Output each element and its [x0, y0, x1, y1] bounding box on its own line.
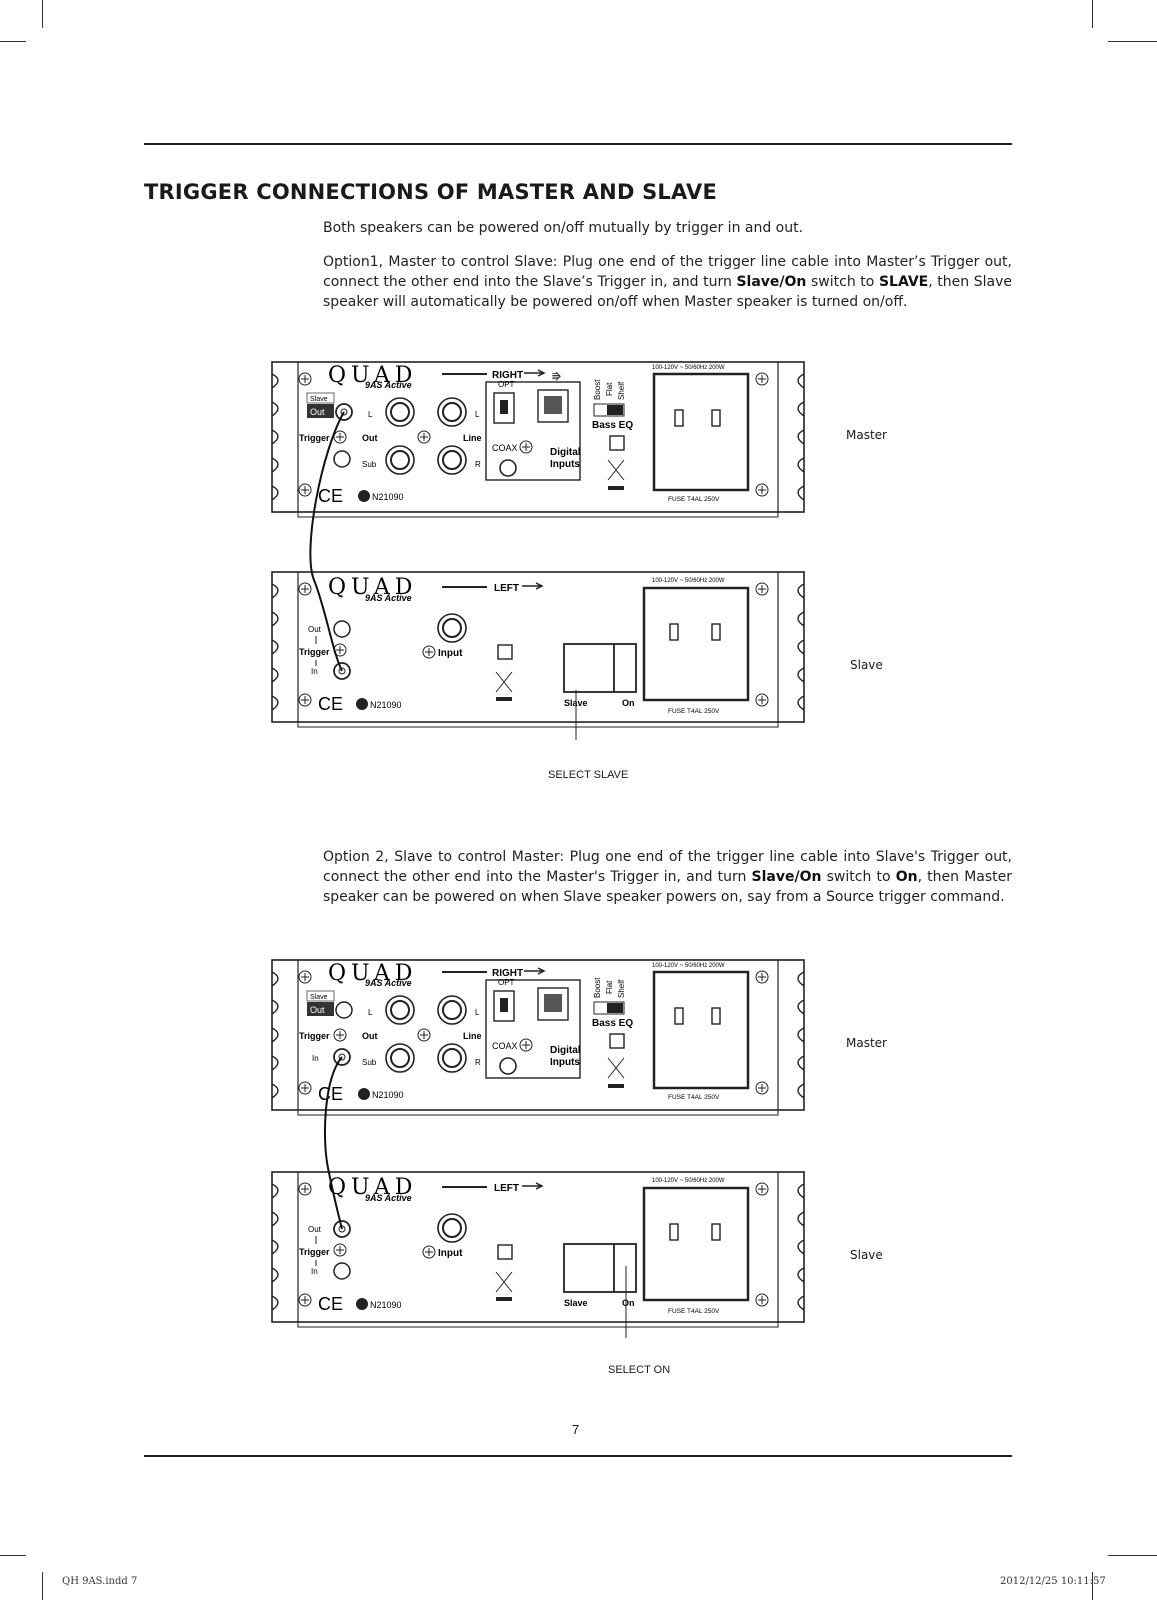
cert-number: N21090 [372, 492, 404, 502]
digital-label: Digital [550, 447, 581, 458]
trigger-cable [324, 1056, 343, 1230]
line-label: Line [463, 433, 482, 443]
master-label: Master [846, 428, 887, 442]
ce-mark: CE [318, 694, 343, 714]
select-slave-caption: SELECT SLAVE [548, 769, 629, 781]
trigger-label: Trigger [299, 433, 330, 443]
line-r-label: R [475, 460, 481, 469]
channel-right-label: RIGHT [492, 370, 523, 381]
fuse-rating: FUSE T4AL 250V [668, 496, 720, 503]
shelf-label: Shelf [617, 979, 626, 998]
boost-label: Boost [593, 977, 602, 998]
brand-logo: QUAD [328, 1175, 417, 1200]
trigger-label: Trigger [299, 1031, 330, 1041]
cert-number: N21090 [370, 700, 402, 710]
slave-switch-label: Slave [564, 1298, 588, 1308]
model-label: 9AS Active [365, 593, 412, 603]
opt-label: OPT [498, 380, 515, 389]
on-switch-label: On [622, 698, 635, 708]
trigger-out-tag: Out [310, 1005, 325, 1015]
slug-timestamp: 2012/12/25 10:11:57 [1000, 1576, 1106, 1587]
channel-left-label: LEFT [494, 1183, 519, 1194]
option1-paragraph: Option1, Master to control Slave: Plug o… [323, 254, 1013, 310]
slave-panel: QUAD 9AS Active LEFT Out Trigger In Inpu… [271, 1171, 805, 1338]
slave-label: Slave [850, 1248, 883, 1262]
power-rating: 100-120V ~ 50/60Hz 200W [652, 963, 725, 969]
digital-label: Digital [550, 1045, 581, 1056]
trigger-out-tag: Out [310, 407, 325, 417]
fuse-rating: FUSE T4AL 250V [668, 708, 720, 715]
cert-number: N21090 [370, 1300, 402, 1310]
l-label: L [368, 410, 373, 419]
trigger-label: Trigger [299, 647, 330, 657]
model-label: 9AS Active [365, 380, 412, 390]
opt-label: OPT [498, 978, 515, 987]
select-on-caption: SELECT ON [608, 1364, 671, 1376]
intro-paragraph: Both speakers can be powered on/off mutu… [323, 220, 804, 236]
sub-label: Sub [362, 460, 377, 469]
trigger-in-label: In [312, 1054, 319, 1063]
page-number: 7 [572, 1422, 580, 1437]
fuse-rating: FUSE T4AL 250V [668, 1308, 720, 1315]
fuse-rating: FUSE T4AL 250V [668, 1094, 720, 1101]
coax-label: COAX [492, 1041, 518, 1051]
cert-number: N21090 [372, 1090, 404, 1100]
option2-paragraph: Option 2, Slave to control Master: Plug … [323, 849, 1013, 905]
line-r-label: R [475, 1058, 481, 1067]
channel-right-label: RIGHT [492, 968, 523, 979]
master-panel: QUAD 9AS Active RIGHT Slave Out Trigger … [271, 959, 805, 1116]
l-label: L [368, 1008, 373, 1017]
usb-icon: ⭆ [552, 371, 561, 383]
input-label: Input [438, 1248, 463, 1259]
power-rating: 100-120V ~ 50/60Hz 200W [652, 365, 725, 371]
trigger-label: Trigger [299, 1247, 330, 1257]
trigger-in-label: In [311, 1267, 318, 1276]
page-heading: TRIGGER CONNECTIONS OF MASTER AND SLAVE [144, 180, 718, 204]
slug-file: QH 9AS.indd 7 [62, 1576, 138, 1587]
brand-logo: QUAD [328, 575, 417, 600]
top-rule [144, 143, 1012, 145]
slave-tag: Slave [310, 994, 328, 1001]
slave-panel: QUAD 9AS Active LEFT Out Trigger In Inpu… [271, 571, 805, 740]
bass-eq-label: Bass EQ [592, 1018, 633, 1029]
line-label: Line [463, 1031, 482, 1041]
flat-label: Flat [605, 980, 614, 994]
master-panel: QUAD 9AS Active RIGHT ⭆ Slave Out Trigge… [271, 361, 805, 518]
model-label: 9AS Active [365, 978, 412, 988]
sub-label: Sub [362, 1058, 377, 1067]
bottom-rule [144, 1455, 1012, 1457]
out-label: Out [362, 1031, 378, 1041]
input-label: Input [438, 648, 463, 659]
ce-mark: CE [318, 1084, 343, 1104]
master-label: Master [846, 1036, 887, 1050]
bass-eq-label: Bass EQ [592, 420, 633, 431]
trigger-cable [309, 411, 345, 672]
slave-label: Slave [850, 658, 883, 672]
trigger-in-label: In [311, 667, 318, 676]
trigger-out-label: Out [308, 625, 322, 634]
trigger-out-label: Out [308, 1225, 322, 1234]
line-l-label: L [475, 1008, 480, 1017]
ce-mark: CE [318, 1294, 343, 1314]
channel-left-label: LEFT [494, 583, 519, 594]
inputs-label: Inputs [550, 1057, 580, 1068]
out-label: Out [362, 433, 378, 443]
power-rating: 100-120V ~ 50/60Hz 200W [652, 578, 725, 584]
boost-label: Boost [593, 379, 602, 400]
brand-logo: QUAD [328, 363, 417, 388]
brand-logo: QUAD [328, 961, 417, 986]
flat-label: Flat [605, 382, 614, 396]
power-rating: 100-120V ~ 50/60Hz 200W [652, 1178, 725, 1184]
line-l-label: L [475, 410, 480, 419]
coax-label: COAX [492, 443, 518, 453]
ce-mark: CE [318, 486, 343, 506]
on-switch-label: On [622, 1298, 635, 1308]
inputs-label: Inputs [550, 459, 580, 470]
shelf-label: Shelf [617, 381, 626, 400]
slave-tag: Slave [310, 396, 328, 403]
model-label: 9AS Active [365, 1193, 412, 1203]
